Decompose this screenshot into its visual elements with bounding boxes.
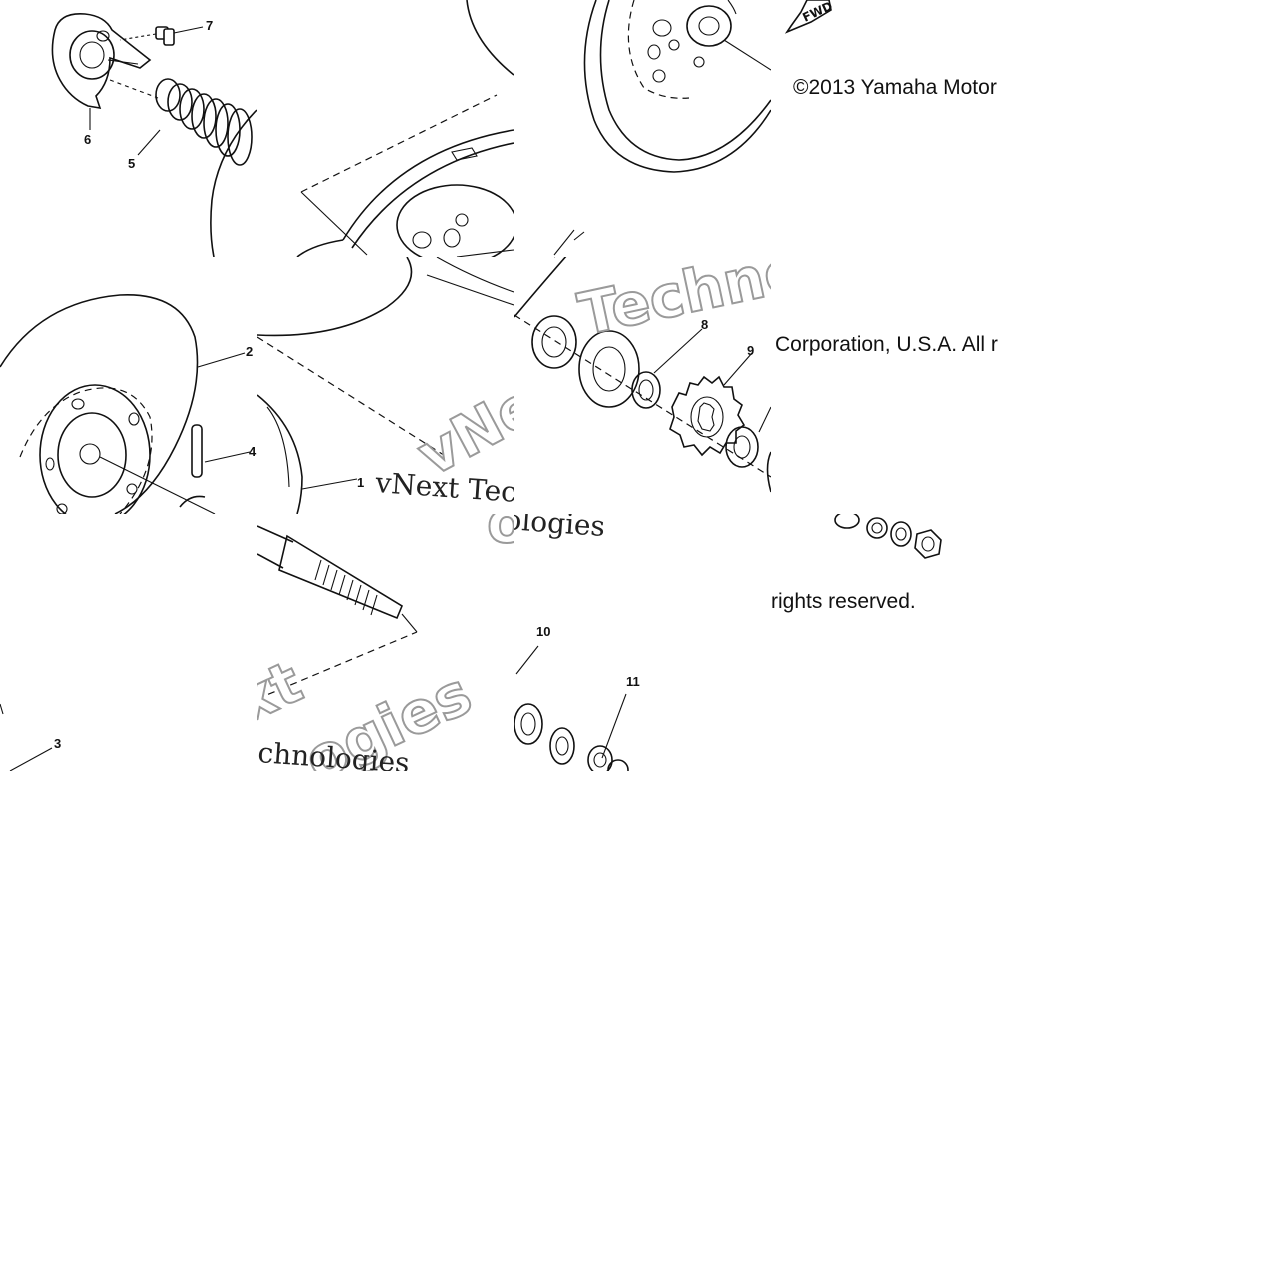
tile-copyright-bottom: rights reserved. [771,514,1028,771]
callout-3-drawing: 3 [0,703,61,771]
tile-washers: ologies 10 11 [514,514,771,771]
sheave-side-drawing: vNe vNext Technologies 1 [257,257,514,514]
shaft-splines [314,559,378,616]
tile-shaft: xt ogies chnologies olo [257,514,514,771]
spring-bracket-drawing: 7 6 5 [51,13,257,257]
tile-sheave-side: vNe vNext Technologies 1 [257,257,514,514]
tile-copyright-top: FWD ©2013 Yamaha Motor [771,0,1028,257]
copyright-line-1: ©2013 Yamaha Motor [793,76,997,99]
copyright-line-3: rights reserved. [771,590,916,613]
sheave-face-drawing [553,0,771,256]
callout-8: 8 [701,317,708,332]
callout-4: 4 [249,444,257,459]
tile-sheave-top [257,0,514,257]
watermark-serif-fragment-2: ologies [514,514,606,543]
callout-9: 9 [747,343,754,358]
callout-fragment-1: 1 [357,475,364,490]
sprocket-drawing: Techno 8 9 [514,257,771,493]
bracket-part [51,13,152,110]
fwd-marker-drawing: FWD [784,0,835,34]
sprocket-part [669,375,746,457]
callout-10: 10 [536,624,550,639]
callout-6: 6 [84,132,91,147]
spring-part [109,78,253,166]
watermark-serif: vNext Technologies [374,466,514,514]
callout-5: 5 [128,156,135,171]
nuts-drawing [834,514,942,559]
tile-spring-bracket: 7 6 5 [0,0,257,257]
tile-sheave-face [514,0,771,257]
tile-callout-3: 3 [0,514,257,771]
callout-7: 7 [206,18,213,33]
copyright-line-2: Corporation, U.S.A. All r [775,333,998,356]
callout-3: 3 [54,736,61,751]
tile-disc: 2 4 [0,257,257,514]
tile-copyright-mid: Corporation, U.S.A. All r [771,257,1028,514]
bolt-part [119,26,204,46]
watermark-outline-techno: Techno [573,257,771,349]
shaft-drawing: xt ogies chnologies olo [257,514,514,771]
tile-sprocket: Techno 8 9 [514,257,771,514]
callout-11: 11 [626,674,640,689]
disc-drawing: 2 4 [0,294,257,514]
callout-2: 2 [246,344,253,359]
sheave-top-drawing [296,0,514,257]
watermark-outline-olo: olo [487,514,514,556]
washers-drawing: ologies 10 11 [514,514,640,771]
watermark-outline-xt: xt [257,648,312,737]
